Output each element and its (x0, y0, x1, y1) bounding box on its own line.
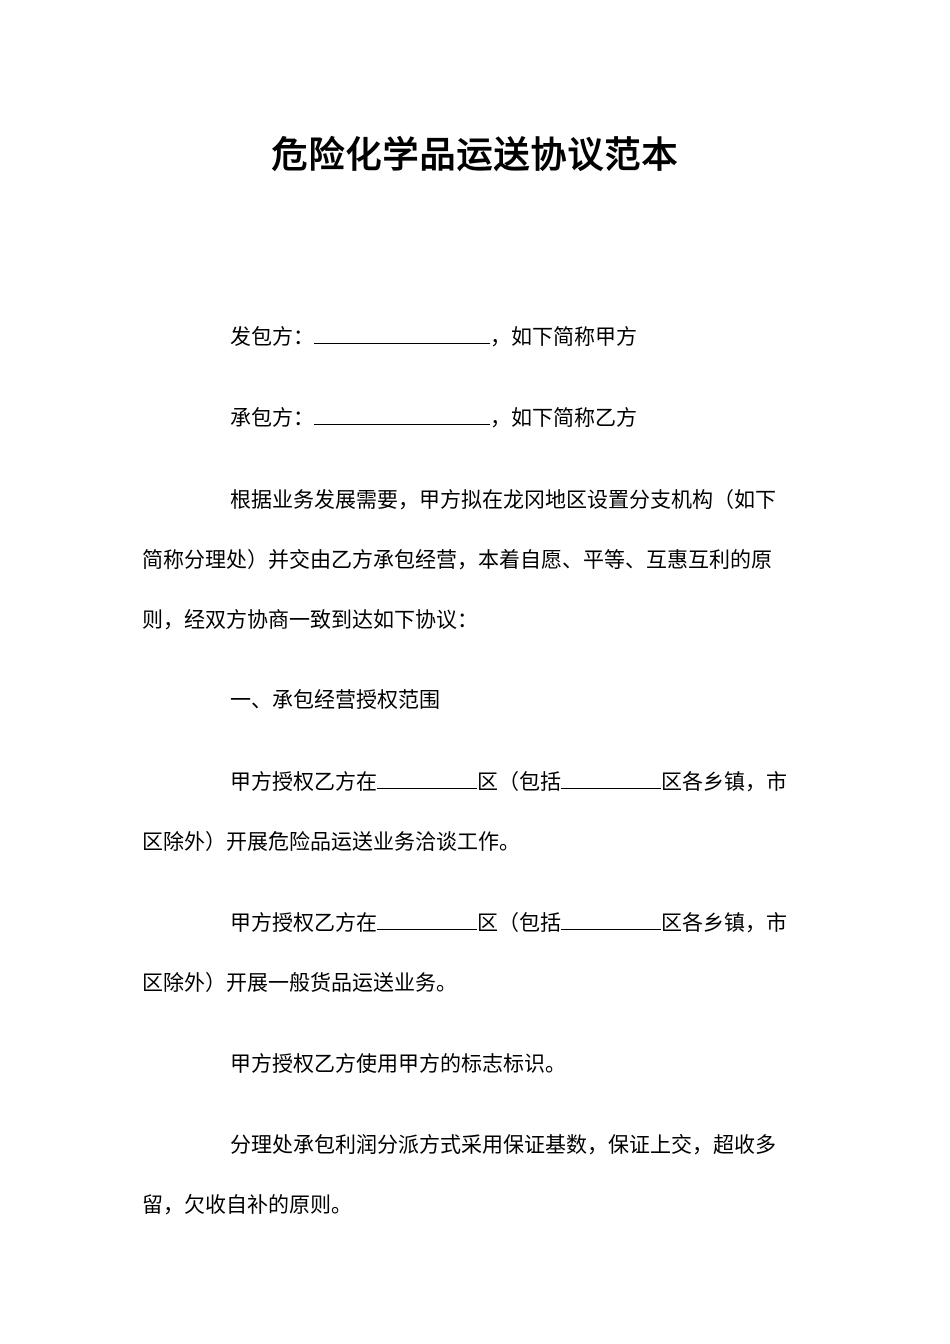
clause-2-blank-2 (561, 909, 661, 930)
clause-2-part-1: 甲方授权乙方在 (230, 911, 377, 935)
party-a-label: 发包方： (230, 325, 314, 349)
party-b-line: 承包方： ，如下简称乙方 (142, 388, 810, 448)
document-title: 危险化学品运送协议范本 (271, 135, 679, 176)
clause-1-line-2: 区除外）开展危险品运送业务洽谈工作。 (142, 830, 520, 854)
clause-2-part-2: 区（包括 (477, 911, 561, 935)
clause-2-blank-1 (377, 909, 477, 930)
clause-2-paragraph: 甲方授权乙方在 区（包括 区各乡镇，市 区除外）开展一般货品运送业务。 (142, 893, 810, 1013)
intro-line-1: 根据业务发展需要，甲方拟在龙冈地区设置分支机构（如下 (230, 488, 776, 512)
party-b-label: 承包方： (230, 406, 314, 430)
party-b-blank (314, 404, 490, 425)
clause-1-blank-2 (561, 768, 661, 789)
party-a-blank (314, 323, 490, 344)
party-a-line: 发包方： ，如下简称甲方 (142, 307, 810, 367)
clause-4-line-1: 分理处承包利润分派方式采用保证基数，保证上交，超收多 (230, 1133, 776, 1157)
section-1-heading: 一、承包经营授权范围 (230, 688, 440, 712)
intro-paragraph: 根据业务发展需要，甲方拟在龙冈地区设置分支机构（如下 简称分理处）并交由乙方承包… (142, 470, 810, 650)
clause-2-part-3: 区各乡镇，市 (661, 911, 787, 935)
clause-4-paragraph: 分理处承包利润分派方式采用保证基数，保证上交，超收多 留，欠收自补的原则。 (142, 1115, 810, 1235)
clause-1-paragraph: 甲方授权乙方在 区（包括 区各乡镇，市 区除外）开展危险品运送业务洽谈工作。 (142, 752, 810, 872)
party-a-suffix: ，如下简称甲方 (490, 325, 637, 349)
clause-1-part-3: 区各乡镇，市 (661, 770, 787, 794)
clause-1-part-1: 甲方授权乙方在 (230, 770, 377, 794)
clause-1-part-2: 区（包括 (477, 770, 561, 794)
clause-3-paragraph: 甲方授权乙方使用甲方的标志标识。 (230, 1052, 566, 1076)
party-b-suffix: ，如下简称乙方 (490, 406, 637, 430)
intro-line-3: 则，经双方协商一致到达如下协议： (142, 608, 478, 632)
clause-1-blank-1 (377, 768, 477, 789)
intro-line-2: 简称分理处）并交由乙方承包经营，本着自愿、平等、互惠互利的原 (142, 548, 772, 572)
clause-2-line-2: 区除外）开展一般货品运送业务。 (142, 971, 457, 995)
clause-4-line-2: 留，欠收自补的原则。 (142, 1193, 352, 1217)
